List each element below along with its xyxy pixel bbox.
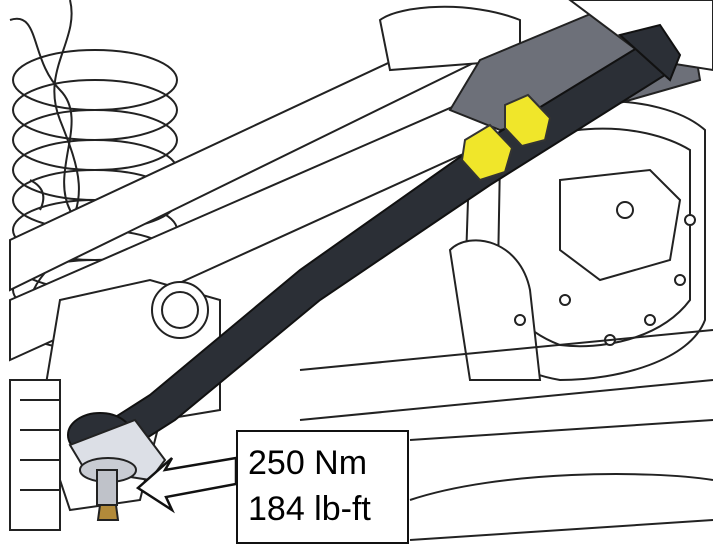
tie-rod-end [67, 412, 167, 521]
castle-nut [96, 504, 120, 521]
torque-metric-label: 250 Nm [248, 444, 368, 482]
frame-rail [299, 329, 713, 541]
callout-arrow [135, 456, 238, 514]
jam-nuts [460, 93, 552, 182]
torque-callout: 250 Nm 184 lb-ft [236, 430, 409, 544]
differential-housing [448, 100, 706, 382]
jam-nut-left [460, 123, 514, 182]
torque-imperial-label: 184 lb-ft [248, 490, 371, 528]
jam-nut-right [504, 93, 552, 148]
